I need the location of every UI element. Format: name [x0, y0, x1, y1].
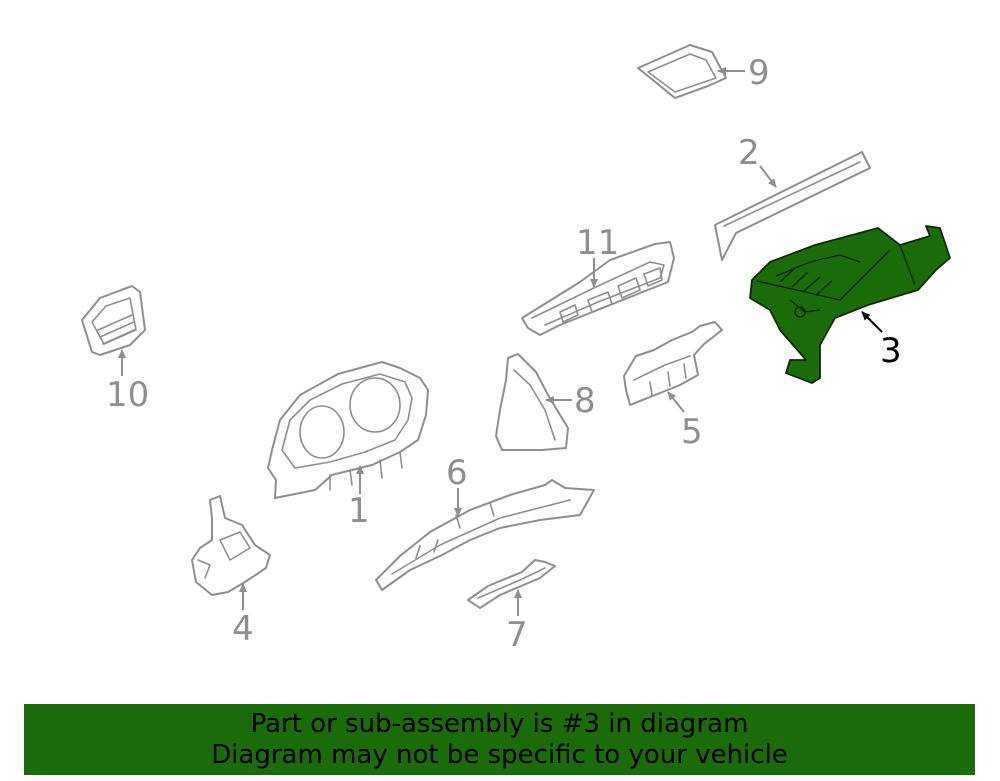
part-1: [267, 361, 429, 499]
callout-6: 6: [446, 453, 468, 493]
callout-3: 3: [880, 331, 902, 371]
leader-5: [667, 391, 685, 413]
part-8: [495, 353, 569, 451]
leader-2: [759, 165, 777, 188]
part-10: [81, 285, 146, 356]
callout-7: 7: [506, 615, 528, 655]
callout-1: 1: [348, 491, 370, 531]
part-4: [191, 495, 271, 596]
part-3-highlighted: [749, 225, 951, 384]
part-11: [521, 241, 675, 336]
part-9: [637, 44, 727, 99]
callout-5: 5: [681, 412, 703, 452]
leader-3: [861, 311, 883, 333]
info-banner: Part or sub-assembly is #3 in diagram Di…: [24, 704, 975, 775]
callout-2: 2: [738, 133, 760, 173]
callout-11: 11: [576, 223, 619, 263]
banner-line-disclaimer: Diagram may not be specific to your vehi…: [211, 739, 788, 770]
callout-4: 4: [232, 609, 254, 649]
part-7: [467, 559, 556, 609]
part-6: [375, 479, 595, 591]
callout-10: 10: [106, 375, 149, 415]
banner-line-part: Part or sub-assembly is #3 in diagram: [250, 708, 749, 739]
callout-9: 9: [748, 53, 770, 93]
callout-8: 8: [574, 381, 596, 421]
part-2: [714, 151, 871, 261]
part-5: [623, 321, 723, 406]
